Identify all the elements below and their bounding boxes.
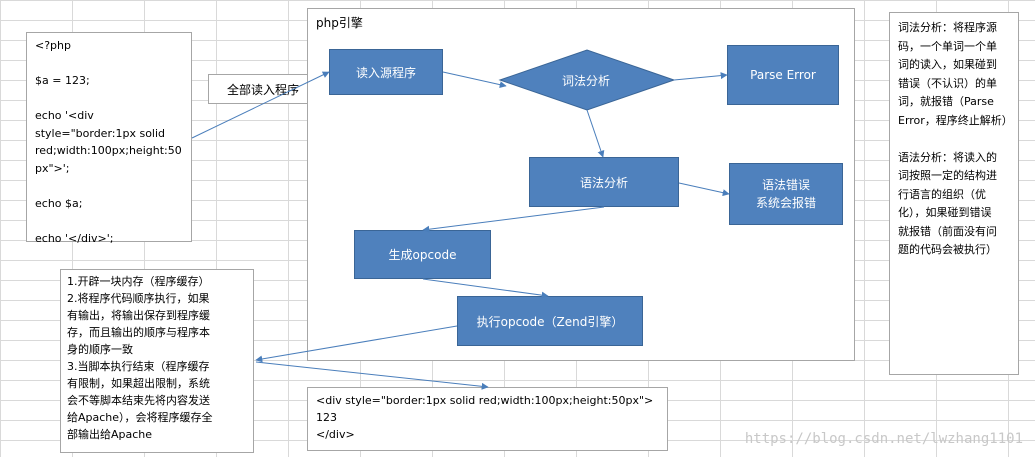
buffer-line-5: 身的顺序一致 — [67, 343, 133, 356]
buffer-line-1: 1.开辟一块内存（程序缓存） — [67, 275, 210, 288]
code-lines: <?php $a = 123; echo '<div style="border:… — [35, 37, 183, 247]
analysis-line-11: 化），如果碰到错误 — [898, 206, 992, 219]
buffer-line-4: 存，而且输出的顺序与程序本 — [67, 326, 210, 339]
watermark: https://blog.csdn.net/lwzhang1101 — [744, 431, 1023, 447]
gen-opcode-node: 生成opcode — [354, 230, 491, 279]
analysis-line-5: 词，就报错（Parse — [898, 95, 994, 108]
buffer-line-8: 会不等脚本结束先将内容发送 — [67, 394, 210, 407]
analysis-line-2: 码，一个单词一个单 — [898, 39, 997, 53]
analysis-line-6: Error，程序终止解析） — [898, 113, 1013, 127]
buffer-line-3: 有输出，将输出保存到程序缓 — [67, 309, 210, 322]
read-all-label: 全部读入程序 — [226, 82, 299, 97]
analysis-line-3: 词的读入，如果碰到 — [898, 58, 997, 71]
buffer-line-10: 部输出给Apache — [67, 428, 153, 441]
buffer-line-7: 有限制，如果超出限制，系统 — [67, 377, 210, 390]
buffer-note: 1.开辟一块内存（程序缓存） 2.将程序代码顺序执行，如果有输出，将输出保存到程序… — [60, 269, 254, 453]
output-lines: <div style="border:1px solid red;width:1… — [316, 392, 659, 443]
syntax-node: 语法分析 — [529, 157, 679, 207]
arrow-syntax-to-error — [678, 182, 730, 197]
arrow-lexical-to-syntax — [586, 109, 605, 158]
gen-opcode-label: 生成opcode — [388, 248, 457, 262]
analysis-lines: 词法分析：将程序源码，一个单词一个单词的读入，如果碰到错误（不认识）的单词，就报… — [898, 19, 1013, 260]
exec-opcode-label: 执行opcode（Zend引擎） — [476, 314, 624, 329]
syntax-error-node: 语法错误 系统会报错 — [729, 163, 843, 225]
analysis-line-9: 词按照一定的结构进 — [898, 169, 997, 182]
syntax-label: 语法分析 — [579, 175, 628, 190]
output-box: <div style="border:1px solid red;width:1… — [307, 387, 668, 451]
engine-title: php引擎 — [316, 16, 363, 30]
arrow-exec-to-buffer — [255, 325, 458, 363]
arrow-syntax-to-gen — [422, 206, 605, 233]
analysis-line-1: 词法分析：将程序源 — [898, 21, 997, 34]
code-line-3: $a = 123; — [35, 74, 90, 87]
buffer-line-6: 3.当脚本执行结束（程序缓存 — [67, 360, 210, 373]
code-line-12: echo '</div>'; — [35, 231, 114, 245]
analysis-line-13: 题的代码会被执行） — [898, 243, 997, 256]
syntax-error-line-2: 系统会报错 — [755, 196, 816, 210]
arrow-buffer-to-output — [255, 361, 489, 390]
code-line-8: px">'; — [35, 161, 70, 175]
output-line-2: 123 — [316, 411, 337, 424]
read-source-label: 读入源程序 — [355, 65, 416, 80]
code-line-5: echo '<div — [35, 109, 94, 122]
parse-error-label: Parse Error — [750, 68, 816, 82]
arrow-lexical-to-parse-error — [673, 72, 728, 81]
code-line-10: echo $a; — [35, 196, 83, 210]
output-line-1: <div style="border:1px solid red;width:1… — [316, 394, 654, 407]
analysis-line-12: 就报错（前面没有问 — [898, 224, 997, 238]
analysis-note: 词法分析：将程序源码，一个单词一个单词的读入，如果碰到错误（不认识）的单词，就报… — [889, 12, 1019, 375]
read-source-node: 读入源程序 — [329, 49, 443, 95]
syntax-error-line-1: 语法错误 — [761, 178, 810, 192]
analysis-line-10: 行语言的组织（优 — [898, 187, 986, 201]
code-line-1: <?php — [35, 39, 71, 52]
code-line-6: style="border:1px solid — [35, 126, 166, 140]
parse-error-node: Parse Error — [727, 45, 839, 105]
exec-opcode-node: 执行opcode（Zend引擎） — [457, 296, 643, 346]
arrow-code-to-read — [191, 71, 330, 139]
code-line-7: red;width:100px;height:50 — [35, 144, 182, 157]
arrow-gen-to-exec — [422, 278, 549, 299]
arrow-read-to-lexical — [442, 71, 507, 89]
buffer-line-2: 2.将程序代码顺序执行，如果 — [67, 292, 210, 305]
buffer-line-9: 给Apache），会将程序缓存全 — [67, 411, 213, 424]
analysis-line-4: 错误（不认识）的单 — [898, 76, 997, 90]
analysis-line-8: 语法分析：将读入的 — [898, 150, 997, 164]
buffer-lines: 1.开辟一块内存（程序缓存） 2.将程序代码顺序执行，如果有输出，将输出保存到程序… — [67, 273, 247, 443]
output-line-3: </div> — [316, 428, 355, 441]
lexical-label: 词法分析 — [562, 74, 611, 88]
code-box: <?php $a = 123; echo '<div style="border:… — [26, 32, 192, 245]
